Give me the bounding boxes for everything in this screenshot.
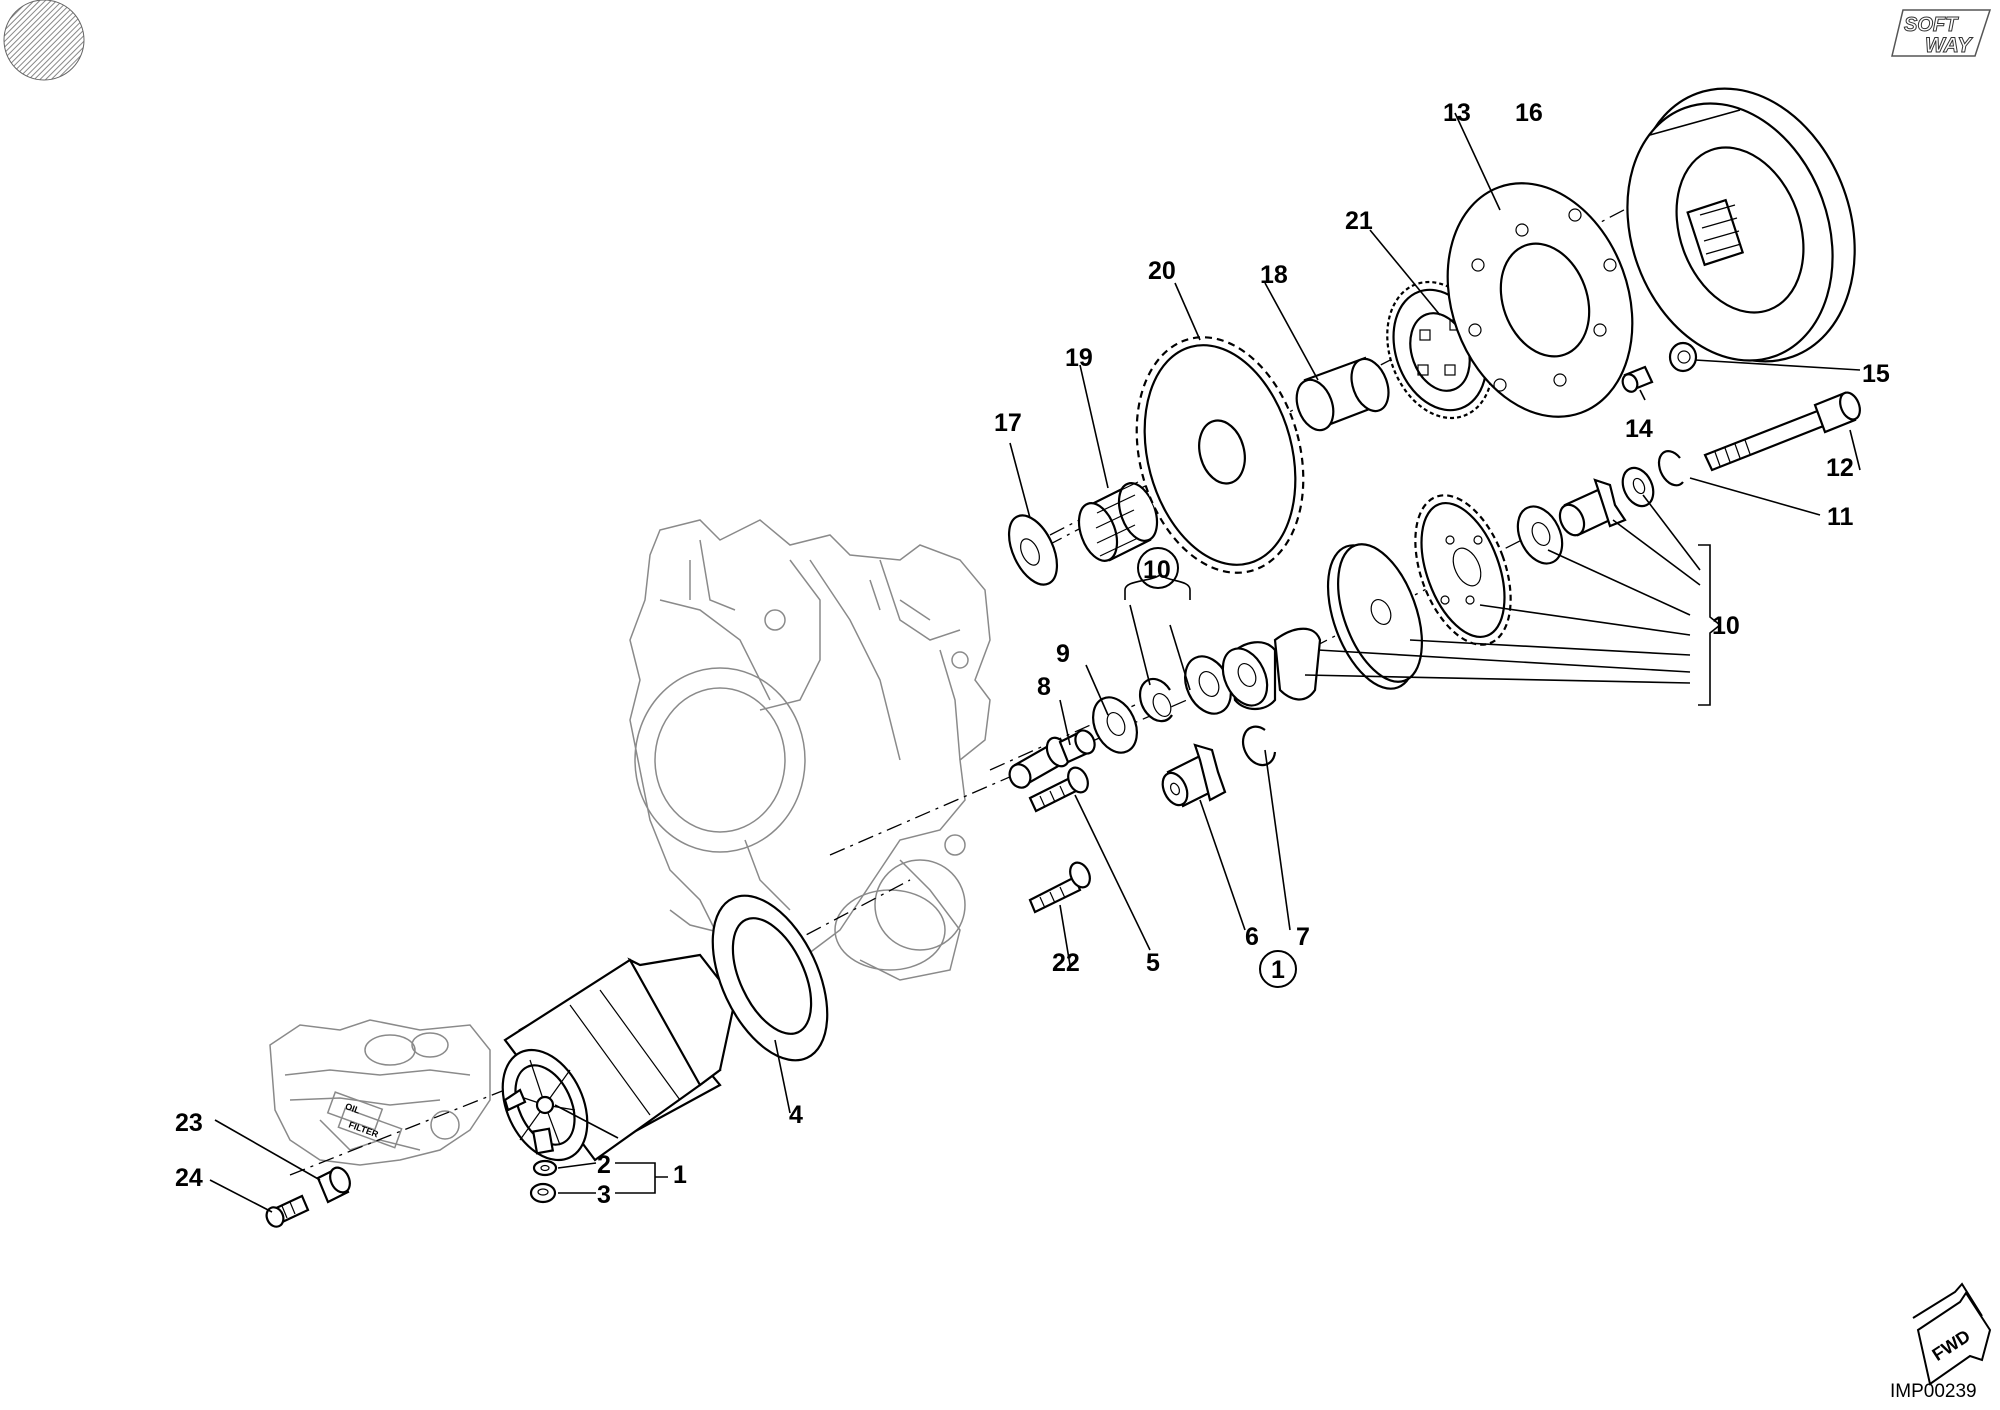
callout-3: 3 [597, 1181, 611, 1209]
washer-part-17[interactable] [999, 508, 1067, 592]
callout-15: 15 [1862, 360, 1890, 388]
starter-motor[interactable] [486, 953, 737, 1174]
callout-18: 18 [1260, 261, 1288, 289]
callout-9: 9 [1056, 640, 1070, 668]
bushing-part-18[interactable] [1290, 354, 1395, 435]
callout-24: 24 [175, 1164, 203, 1192]
gasket-part-4[interactable] [689, 878, 850, 1078]
callout-12: 12 [1826, 454, 1854, 482]
callout-19: 19 [1065, 344, 1093, 372]
disc-part-10d[interactable] [1311, 533, 1439, 700]
softway-logo: SOFT WAY [1891, 9, 1992, 58]
callout-8: 8 [1037, 673, 1051, 701]
bolt-part-12[interactable] [1703, 390, 1864, 472]
bracket-10 [1698, 544, 1722, 706]
callout-7: 7 [1296, 923, 1310, 951]
corner-disc-icon [3, 0, 85, 81]
bracket-1 [615, 1162, 668, 1194]
gear-part-20[interactable] [1112, 318, 1329, 591]
callout-10: 10 [1712, 612, 1740, 640]
spacer-part-23[interactable] [316, 1164, 354, 1204]
nut-part-3[interactable] [529, 1182, 557, 1204]
plate-part-13[interactable] [1416, 157, 1663, 443]
screw-part-24[interactable] [264, 1194, 310, 1229]
washer-part-11a[interactable] [1617, 463, 1659, 511]
logo-text-bottom: WAY [1925, 34, 1973, 57]
pin-part-8[interactable] [1006, 727, 1098, 791]
bracket-top-10 [1124, 574, 1191, 600]
leader-lines [209, 109, 1861, 1213]
callout-labels: 1 2 3 4 5 6 7 8 9 10 11 12 13 14 15 16 1… [175, 99, 1890, 1209]
circled-ref-10-text: 10 [1143, 556, 1171, 584]
circled-ref-10: 10 [1137, 547, 1179, 589]
oil-label: OIL [344, 1101, 362, 1116]
nut-part-15[interactable] [1668, 341, 1698, 373]
callout-23: 23 [175, 1109, 203, 1137]
screw-part-22[interactable] [1028, 859, 1094, 914]
callout-6: 6 [1245, 923, 1259, 951]
washer-part-2[interactable] [532, 1159, 558, 1177]
callout-11: 11 [1827, 503, 1854, 531]
gear-part-10e[interactable] [1397, 482, 1529, 657]
circlip-part-11[interactable] [1657, 450, 1684, 487]
circled-ref-1-text: 1 [1271, 956, 1285, 984]
callout-14: 14 [1625, 415, 1653, 443]
pinion-part-6[interactable] [1158, 743, 1227, 809]
callout-16: 16 [1515, 99, 1543, 127]
fwd-arrow-icon: FWD [1912, 1282, 1992, 1386]
callout-20: 20 [1148, 257, 1176, 285]
circlip-part-10a[interactable] [1138, 677, 1174, 723]
callout-2: 2 [597, 1151, 611, 1179]
washer-part-9[interactable] [1085, 690, 1146, 759]
callout-21: 21 [1345, 207, 1373, 235]
washer-part-10f[interactable] [1509, 499, 1571, 570]
circled-ref-1: 1 [1259, 950, 1297, 988]
flywheel-part-16[interactable] [1593, 58, 1892, 393]
callout-1: 1 [673, 1161, 687, 1189]
needle-bearing-part-19[interactable] [1072, 478, 1164, 566]
circlip-part-7[interactable] [1242, 725, 1277, 767]
callout-4: 4 [789, 1101, 803, 1129]
pin-part-14[interactable] [1620, 365, 1654, 394]
crankcase-outline [629, 519, 991, 981]
logo-text-top: SOFT [1904, 14, 1959, 36]
callout-22: 22 [1052, 949, 1080, 977]
callout-17: 17 [994, 409, 1022, 437]
drawing-code: IMP00239 [1890, 1381, 1977, 1402]
callout-13: 13 [1443, 99, 1471, 127]
screw-part-5[interactable] [1028, 764, 1092, 813]
cylinder-head-outline [269, 1019, 491, 1166]
callout-5: 5 [1146, 949, 1160, 977]
pinion-part-10g[interactable] [1555, 478, 1627, 539]
friction-washers-part-10c[interactable] [1214, 627, 1322, 713]
